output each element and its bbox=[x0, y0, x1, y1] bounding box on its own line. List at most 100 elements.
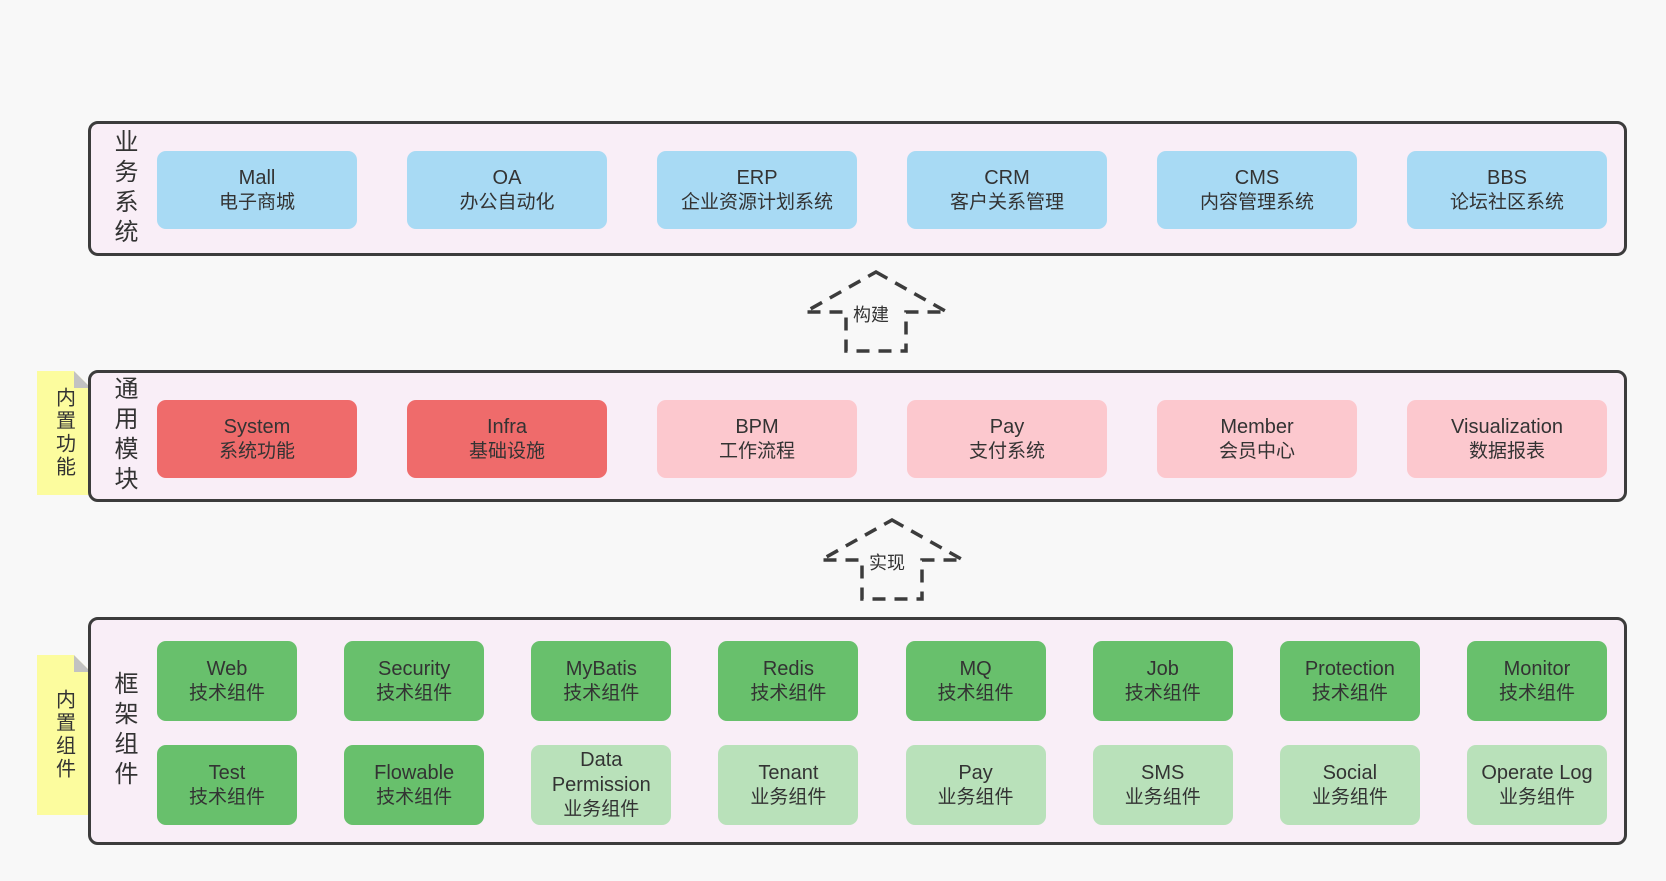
component-box-pay: Pay 业务组件 bbox=[905, 745, 1046, 825]
build-arrow: 构建 bbox=[801, 268, 951, 354]
module-box-bpm: BPM 工作流程 bbox=[657, 400, 857, 478]
component-subtitle: 技术组件 bbox=[376, 786, 453, 808]
component-name: Pay bbox=[958, 761, 993, 784]
module-name: Infra bbox=[486, 415, 528, 438]
module-box-mall: Mall 电子商城 bbox=[157, 151, 357, 229]
sticky-note-label: 内置功能 bbox=[52, 387, 75, 479]
module-subtitle: 论坛社区系统 bbox=[1449, 191, 1564, 213]
box-row: System 系统功能 Infra 基础设施 BPM 工作流程 Pay 支付系统… bbox=[157, 400, 1607, 478]
component-box-operate-log: Operate Log 业务组件 bbox=[1466, 745, 1607, 825]
module-box-system: System 系统功能 bbox=[157, 400, 357, 478]
component-box-job: Job 技术组件 bbox=[1092, 641, 1233, 721]
component-box-flowable: Flowable 技术组件 bbox=[344, 745, 485, 825]
component-subtitle: 业务组件 bbox=[750, 786, 827, 808]
component-name: Job bbox=[1146, 657, 1179, 680]
layer-framework-components: 框架组件 Web 技术组件 Security 技术组件 MyBatis 技术组件… bbox=[88, 617, 1627, 845]
component-name: Social bbox=[1322, 761, 1378, 784]
layer-label: 框架组件 bbox=[110, 671, 137, 791]
component-subtitle: 技术组件 bbox=[563, 682, 640, 704]
module-box-crm: CRM 客户关系管理 bbox=[907, 151, 1107, 229]
component-subtitle: 技术组件 bbox=[1124, 682, 1201, 704]
component-subtitle: 技术组件 bbox=[188, 682, 265, 704]
module-subtitle: 客户关系管理 bbox=[949, 191, 1064, 213]
layer-label: 业务系统 bbox=[110, 128, 137, 249]
layer-label: 通用模块 bbox=[110, 376, 137, 496]
module-name: OA bbox=[492, 166, 522, 189]
arrow-label: 构建 bbox=[849, 301, 892, 328]
component-name: Data Permission bbox=[551, 749, 651, 797]
module-box-visualization: Visualization 数据报表 bbox=[1407, 400, 1607, 478]
module-name: Mall bbox=[238, 166, 276, 189]
component-name: Protection bbox=[1304, 657, 1395, 680]
sticky-note-built-in-components: 内置组件 bbox=[37, 655, 91, 815]
box-row: Mall 电子商城 OA 办公自动化 ERP 企业资源计划系统 CRM 客户关系… bbox=[157, 151, 1607, 229]
component-subtitle: 业务组件 bbox=[1124, 786, 1201, 808]
component-box-protection: Protection 技术组件 bbox=[1279, 641, 1420, 721]
module-box-member: Member 会员中心 bbox=[1157, 400, 1357, 478]
component-subtitle: 业务组件 bbox=[937, 786, 1014, 808]
component-box-test: Test 技术组件 bbox=[157, 745, 297, 825]
component-name: Operate Log bbox=[1481, 761, 1593, 784]
component-box-sms: SMS 业务组件 bbox=[1092, 745, 1233, 825]
module-box-bbs: BBS 论坛社区系统 bbox=[1407, 151, 1607, 229]
module-subtitle: 企业资源计划系统 bbox=[680, 191, 833, 213]
component-subtitle: 技术组件 bbox=[1498, 682, 1575, 704]
sticky-note-label: 内置组件 bbox=[52, 689, 75, 781]
component-subtitle: 技术组件 bbox=[188, 786, 265, 808]
module-name: Member bbox=[1220, 415, 1294, 438]
component-box-data-permission: Data Permission 业务组件 bbox=[531, 745, 672, 825]
component-name: SMS bbox=[1141, 761, 1185, 784]
component-subtitle: 业务组件 bbox=[1498, 786, 1575, 808]
component-name: Test bbox=[208, 761, 246, 784]
component-name: Security bbox=[378, 657, 451, 680]
component-name: Flowable bbox=[374, 761, 455, 784]
module-subtitle: 电子商城 bbox=[218, 191, 295, 213]
sticky-note-built-in-features: 内置功能 bbox=[37, 371, 91, 495]
component-name: Web bbox=[206, 657, 248, 680]
module-subtitle: 数据报表 bbox=[1468, 440, 1545, 462]
module-name: CMS bbox=[1234, 166, 1280, 189]
component-name: MQ bbox=[959, 657, 992, 680]
module-subtitle: 基础设施 bbox=[468, 440, 545, 462]
box-row: Test 技术组件 Flowable 技术组件 Data Permission … bbox=[157, 745, 1607, 825]
module-subtitle: 办公自动化 bbox=[459, 191, 555, 213]
module-name: Visualization bbox=[1451, 415, 1563, 438]
module-subtitle: 系统功能 bbox=[218, 440, 295, 462]
component-box-mybatis: MyBatis 技术组件 bbox=[531, 641, 672, 721]
component-subtitle: 技术组件 bbox=[376, 682, 453, 704]
module-subtitle: 内容管理系统 bbox=[1199, 191, 1314, 213]
box-row: Web 技术组件 Security 技术组件 MyBatis 技术组件 Redi… bbox=[157, 641, 1607, 721]
module-box-infra: Infra 基础设施 bbox=[407, 400, 607, 478]
module-box-oa: OA 办公自动化 bbox=[407, 151, 607, 229]
component-box-monitor: Monitor 技术组件 bbox=[1466, 641, 1607, 721]
component-name: Redis bbox=[762, 657, 814, 680]
module-name: System bbox=[223, 415, 291, 438]
module-subtitle: 工作流程 bbox=[718, 440, 795, 462]
implement-arrow: 实现 bbox=[817, 516, 967, 602]
module-name: BBS bbox=[1486, 166, 1528, 189]
module-name: Pay bbox=[989, 415, 1025, 438]
module-subtitle: 支付系统 bbox=[968, 440, 1045, 462]
component-subtitle: 技术组件 bbox=[750, 682, 827, 704]
arrow-label: 实现 bbox=[865, 549, 908, 576]
component-subtitle: 业务组件 bbox=[563, 799, 640, 821]
layer-business-systems: 业务系统 Mall 电子商城 OA 办公自动化 ERP 企业资源计划系统 CRM… bbox=[88, 121, 1627, 256]
component-box-tenant: Tenant 业务组件 bbox=[718, 745, 859, 825]
component-name: Tenant bbox=[758, 761, 819, 784]
layer-common-modules: 通用模块 System 系统功能 Infra 基础设施 BPM 工作流程 Pay… bbox=[88, 370, 1627, 502]
module-box-pay: Pay 支付系统 bbox=[907, 400, 1107, 478]
module-name: ERP bbox=[736, 166, 778, 189]
component-box-redis: Redis 技术组件 bbox=[718, 641, 859, 721]
component-box-social: Social 业务组件 bbox=[1279, 745, 1420, 825]
component-box-web: Web 技术组件 bbox=[157, 641, 297, 721]
component-name: MyBatis bbox=[565, 657, 637, 680]
module-box-cms: CMS 内容管理系统 bbox=[1157, 151, 1357, 229]
component-subtitle: 业务组件 bbox=[1311, 786, 1388, 808]
module-box-erp: ERP 企业资源计划系统 bbox=[657, 151, 857, 229]
component-name: Monitor bbox=[1503, 657, 1571, 680]
component-subtitle: 技术组件 bbox=[937, 682, 1014, 704]
component-subtitle: 技术组件 bbox=[1311, 682, 1388, 704]
component-box-mq: MQ 技术组件 bbox=[905, 641, 1046, 721]
module-subtitle: 会员中心 bbox=[1218, 440, 1295, 462]
component-box-security: Security 技术组件 bbox=[344, 641, 485, 721]
